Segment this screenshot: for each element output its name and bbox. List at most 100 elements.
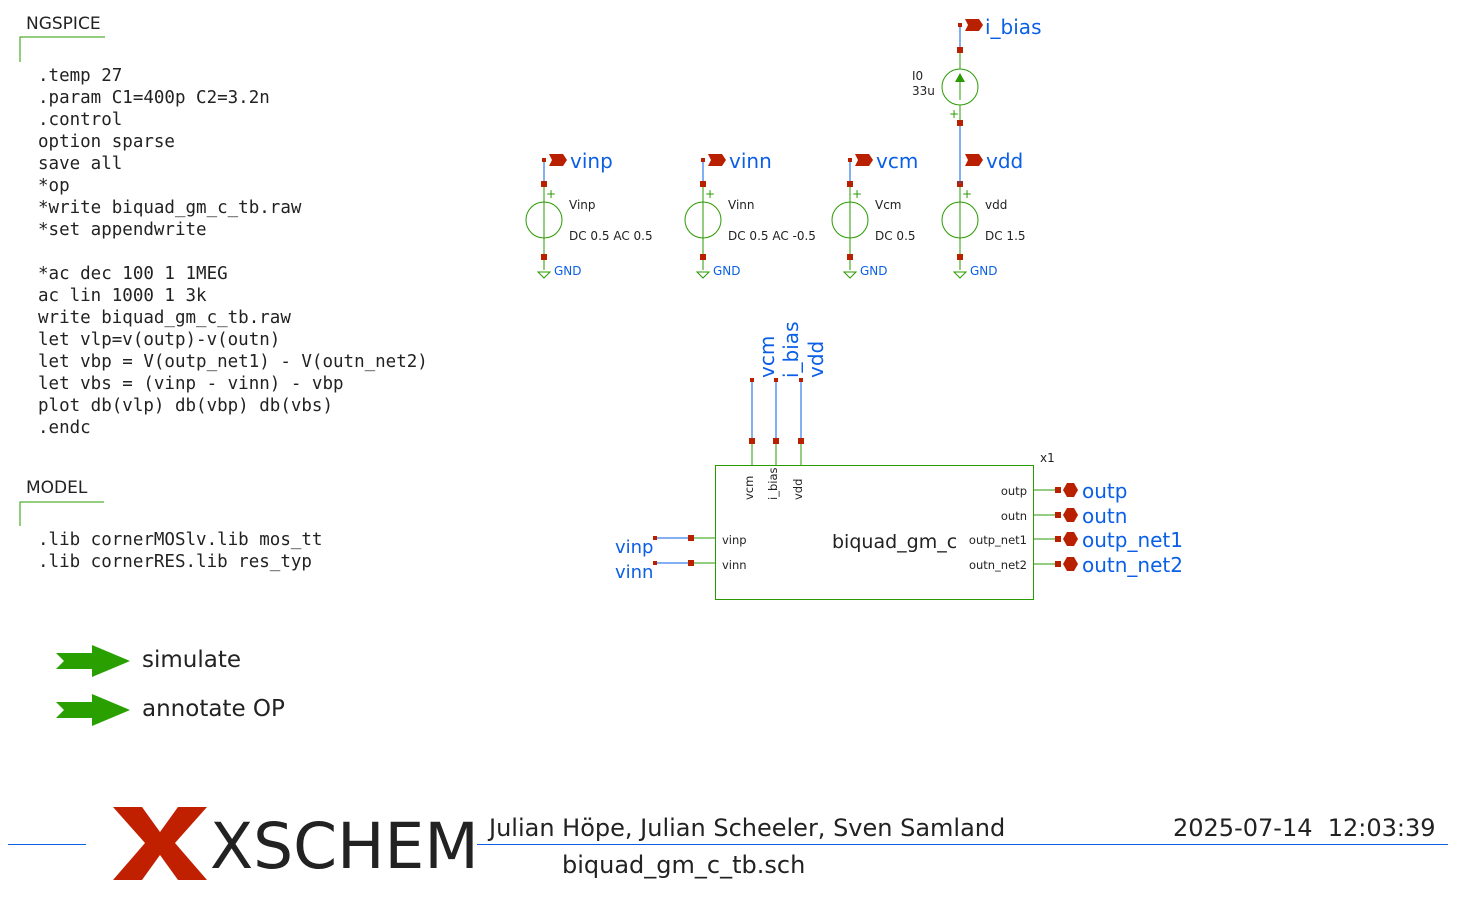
net-label[interactable]: outn_net2 [1082,553,1183,577]
ngspice-line: option sparse [38,132,175,152]
net-label[interactable]: vinn [729,149,772,173]
net-label[interactable]: outp [1082,479,1128,503]
ngspice-line: plot db(vlp) db(vbp) db(vbs) [38,396,334,416]
ngspice-line: *write biquad_gm_c_tb.raw [38,198,302,218]
net-label[interactable]: vinp [570,149,613,173]
gnd-icon [952,271,968,279]
svg-text:+: + [962,187,972,201]
net-label[interactable]: outn [1082,504,1128,528]
pin-right-0 [1033,483,1078,497]
current-source-i0[interactable]: + [941,19,983,184]
net-label[interactable]: vdd [804,340,828,378]
gnd-label: GND [713,264,741,278]
input-pin-icon [548,154,567,166]
subckt-name: biquad_gm_c [832,531,958,553]
ngspice-line: *set appendwrite [38,220,207,240]
ngspice-line: .param C1=400p C2=3.2n [38,88,270,108]
voltage-source-vdd[interactable]: + [941,154,983,279]
gnd-label: GND [970,264,998,278]
net-label[interactable]: vcm [876,149,919,173]
subckt-pin-label: vcm [742,475,756,500]
pin-top-2 [798,378,804,465]
subckt-pin-label: vinn [722,558,747,572]
pin-left-0 [653,535,715,541]
subckt-pin-label: vdd [791,478,805,500]
source-name: Vinn [728,198,755,212]
net-label[interactable]: i_bias [779,321,803,378]
pin-right-3 [1033,557,1078,571]
source-value: DC 1.5 [985,229,1026,243]
i0-name: I0 [912,69,924,83]
voltage-source-vinn[interactable]: + [684,154,726,279]
ngspice-line: .endc [38,418,91,438]
source-name: Vcm [875,198,902,212]
ngspice-line: let vbp = V(outp_net1) - V(outn_net2) [38,352,428,372]
pin-right-1 [1033,508,1078,522]
authors: Julian Höpe, Julian Scheeler, Sven Samla… [489,814,1006,842]
subckt-symbol[interactable] [653,378,1078,600]
date: 2025-07-14 12:03:39 [1173,814,1436,842]
source-name: Vinp [569,198,596,212]
filename: biquad_gm_c_tb.sch [562,851,806,879]
annotate-op-button[interactable]: annotate OP [142,696,285,722]
input-pin-icon [707,154,726,166]
ngspice-line: let vbs = (vinp - vinn) - vbp [38,374,344,394]
ngspice-title: NGSPICE [26,14,101,34]
subckt-pin-label: outn [1000,509,1027,523]
source-value: DC 0.5 [875,229,916,243]
net-label-i_bias[interactable]: i_bias [985,15,1042,39]
xschem-logo-text: XSCHEM [210,810,479,883]
svg-text:+: + [546,187,556,201]
net-label[interactable]: vdd [986,149,1024,173]
net-label[interactable]: vcm [755,335,779,378]
svg-text:+: + [949,107,959,121]
model-bracket [19,501,104,526]
annotate-arrow-icon[interactable] [56,694,130,726]
simulate-button[interactable]: simulate [142,647,242,673]
voltage-source-vinp[interactable]: + [525,154,567,279]
subckt-pin-label: outp_net1 [968,533,1027,547]
output-pin-icon [1063,483,1078,497]
ngspice-line: *ac dec 100 1 1MEG [38,264,228,284]
svg-text:+: + [705,187,715,201]
model-line: .lib cornerRES.lib res_typ [38,552,312,572]
xschem-logo-x [113,807,207,880]
subckt-pin-label: outp [1000,484,1027,498]
net-label[interactable]: vinp [615,537,654,558]
net-label[interactable]: vinn [615,562,654,583]
pin-left-1 [653,560,715,566]
model-title: MODEL [26,478,88,498]
source-value: DC 0.5 AC -0.5 [728,229,816,243]
svg-text:+: + [852,187,862,201]
input-pin-icon [854,154,873,166]
voltage-source-vcm[interactable]: + [831,154,873,279]
subckt-instance: x1 [1040,451,1055,465]
subckt-pin-label: vinp [722,533,747,547]
source-value: DC 0.5 AC 0.5 [569,229,653,243]
ngspice-bracket [19,36,105,62]
gnd-icon [536,271,552,279]
subckt-pin-label: outn_net2 [968,558,1027,572]
simulate-arrow-icon[interactable] [56,645,130,677]
output-pin-icon [1063,508,1078,522]
pin-top-1 [773,378,779,465]
ngspice-line: save all [38,154,123,174]
ngspice-line: *op [38,176,70,196]
gnd-label: GND [860,264,888,278]
gnd-icon [695,271,711,279]
ngspice-line: .temp 27 [38,66,123,86]
subckt-pin-label: i_bias [766,467,780,500]
input-pin-icon [964,154,983,166]
ngspice-line: .control [38,110,123,130]
model-line: .lib cornerMOSlv.lib mos_tt [38,530,323,550]
gnd-label: GND [554,264,582,278]
net-label[interactable]: outp_net1 [1082,528,1183,552]
pin-top-0 [749,378,755,465]
output-pin-icon [1063,557,1078,571]
gnd-icon [842,271,858,279]
ngspice-line: ac lin 1000 1 3k [38,286,207,306]
source-name: vdd [985,198,1008,212]
ngspice-line: write biquad_gm_c_tb.raw [38,308,291,328]
